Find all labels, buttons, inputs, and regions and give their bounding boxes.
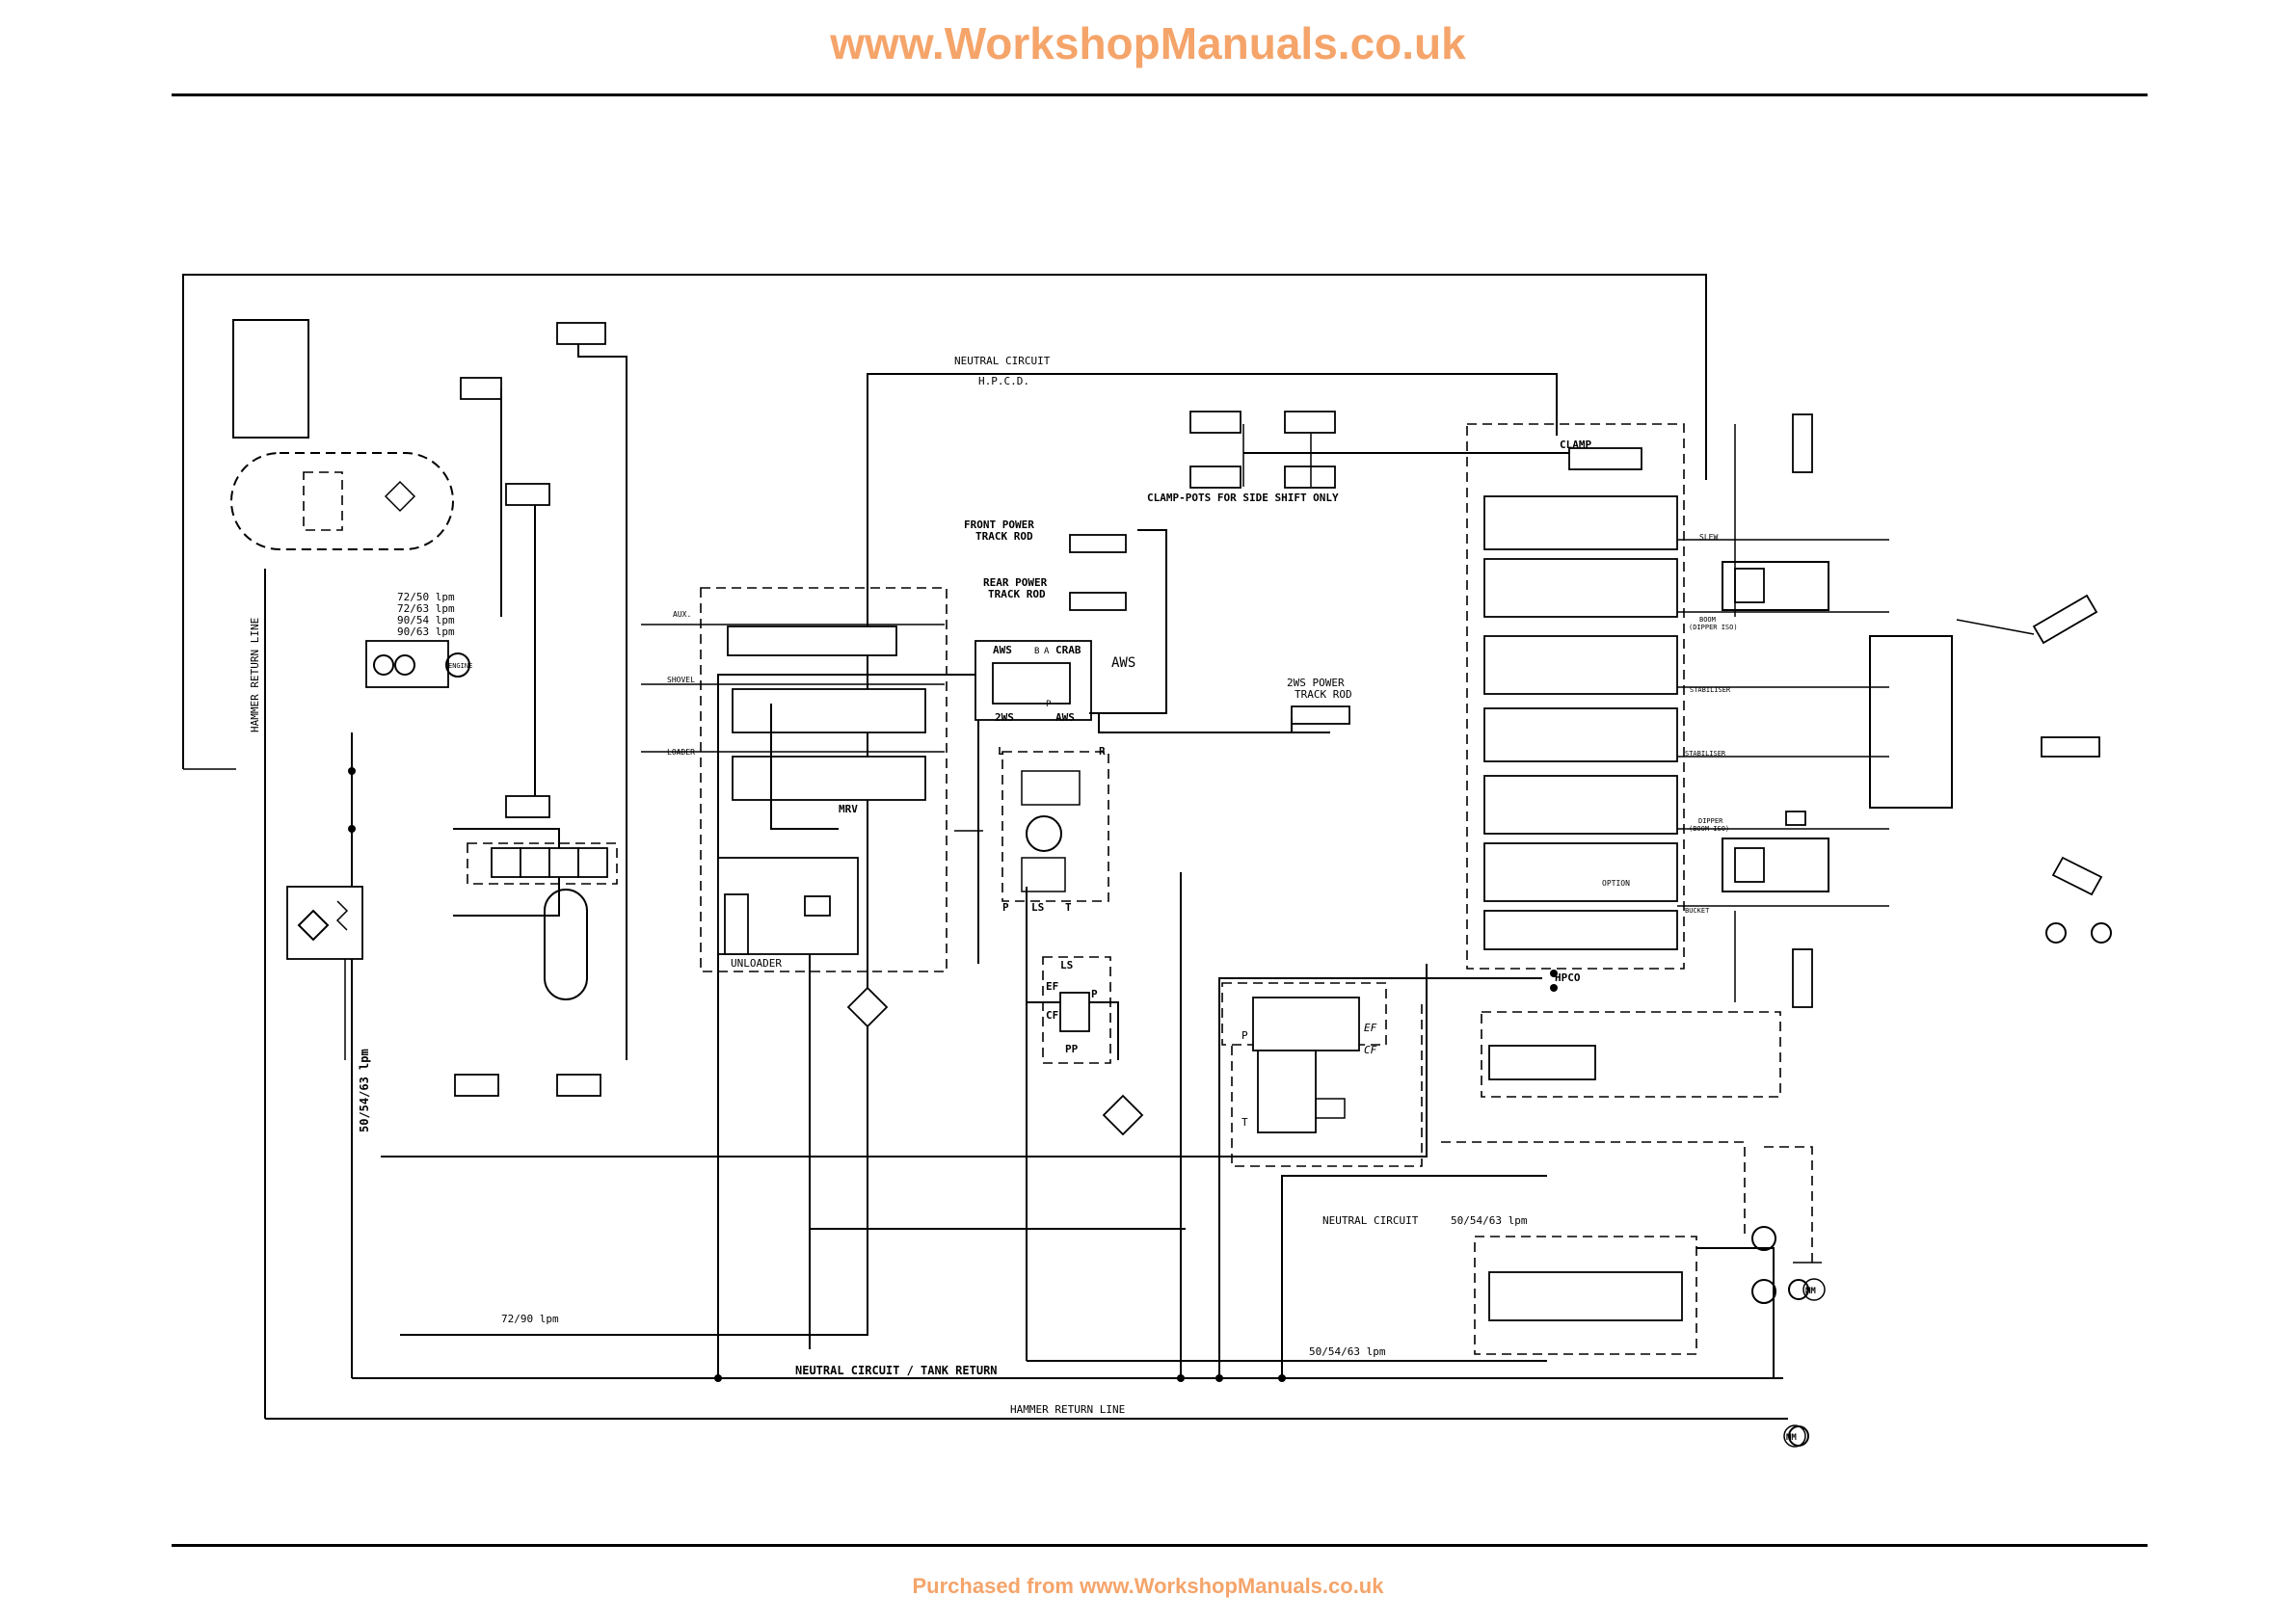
- aws-big: AWS: [1111, 655, 1135, 671]
- flow-2: 72/63 lpm: [397, 602, 455, 615]
- twows-power-2: TRACK ROD: [1295, 688, 1352, 701]
- flow-vertical: 50/54/63 lpm: [358, 1049, 371, 1132]
- clamp-pots: [1189, 411, 1571, 489]
- slew-label: SLEW: [1699, 533, 1718, 542]
- rear-power-2: TRACK ROD: [988, 588, 1046, 600]
- footer-rule: [172, 1544, 2148, 1547]
- neutral-tank: NEUTRAL CIRCUIT / TANK RETURN: [795, 1364, 998, 1377]
- port-p-small: P: [1046, 700, 1052, 709]
- port-ls: LS: [1031, 901, 1044, 914]
- flow-3: 90/54 lpm: [397, 614, 455, 626]
- clamp-label: CLAMP: [1560, 439, 1591, 451]
- port-l: L: [998, 745, 1004, 758]
- hpco-label: HPCO: [1555, 971, 1581, 984]
- twows-label: 2WS: [995, 711, 1014, 724]
- stack-valve-block: [1466, 423, 1889, 970]
- hpcd-label: H.P.C.D.: [978, 375, 1029, 387]
- ef-label: EF: [1046, 980, 1058, 993]
- right-actuators: [1722, 413, 2112, 1008]
- port-t: T: [1065, 901, 1072, 914]
- cf-2: CF: [1364, 1044, 1377, 1056]
- footer-text: Purchased from www.WorkshopManuals.co.uk: [912, 1574, 1384, 1598]
- hpco-valve: [1221, 982, 1423, 1167]
- return-filter: [286, 886, 363, 1060]
- labels: NEUTRAL CIRCUIT H.P.C.D. CLAMP-POTS FOR …: [249, 355, 1826, 1448]
- boom-dipper: BOOM: [1699, 616, 1716, 624]
- port-r: R: [1099, 745, 1106, 758]
- option-label: OPTION: [1602, 879, 1630, 888]
- mm-1: MM: [1805, 1287, 1816, 1296]
- flow-72-90: 72/90 lpm: [501, 1313, 559, 1325]
- dipper-boom: DIPPER: [1698, 817, 1723, 825]
- unloader-label: UNLOADER: [731, 957, 782, 970]
- left-diverter-valve: [467, 842, 618, 1000]
- flow-1: 72/50 lpm: [397, 591, 455, 603]
- frame-lines: [182, 274, 1788, 1420]
- engine-label: ENGINE: [448, 662, 472, 670]
- hammer-return: HAMMER RETURN LINE: [1010, 1403, 1125, 1416]
- neutral-circuit-mid: NEUTRAL CIRCUIT: [1322, 1214, 1419, 1227]
- header-rule: [172, 93, 2148, 96]
- left-cylinders: [454, 322, 627, 1097]
- port-a: A: [1044, 647, 1050, 656]
- ls-label: LS: [1060, 959, 1073, 971]
- loader-label: LOADER: [667, 748, 695, 757]
- header-title: www.WorkshopManuals.co.uk: [830, 18, 1466, 68]
- t-port: T: [1241, 1116, 1248, 1129]
- port-b: B: [1034, 647, 1039, 656]
- pp-label: PP: [1065, 1043, 1079, 1055]
- front-power-2: TRACK ROD: [975, 530, 1033, 543]
- reservoir: [230, 319, 454, 550]
- rear-power-1: REAR POWER: [983, 576, 1048, 589]
- cf-label: CF: [1046, 1009, 1058, 1022]
- stabiliser-2: STABILISER: [1685, 750, 1726, 758]
- port-p: P: [1002, 901, 1009, 914]
- steer-block: [974, 529, 1350, 733]
- p-left: P: [1241, 1029, 1248, 1042]
- aws-bottom: AWS: [1055, 711, 1075, 724]
- pump-group: [365, 640, 470, 688]
- junctions: [348, 767, 1558, 1382]
- filter-steer: [1102, 1094, 1144, 1136]
- crab-label: CRAB: [1055, 644, 1081, 656]
- mm-2: MM: [1786, 1433, 1797, 1443]
- flow-lower: 50/54/63 lpm: [1309, 1345, 1386, 1358]
- priority-valve: [1027, 956, 1119, 1064]
- flow-mid: 50/54/63 lpm: [1451, 1214, 1528, 1227]
- boom-dipper-2: (DIPPER ISO): [1689, 624, 1738, 631]
- aux-label: AUX.: [673, 610, 691, 619]
- lower-right-valves: [1441, 1011, 1822, 1447]
- loader-valve-block: [641, 587, 983, 972]
- dipper-boom-2: (BOOM ISO): [1689, 825, 1729, 833]
- filter-unloader: [846, 986, 889, 1028]
- neutral-circuit-top: NEUTRAL CIRCUIT: [954, 355, 1051, 367]
- p-right: P: [1091, 988, 1098, 1000]
- shovel-label: SHOVEL: [667, 676, 695, 684]
- bucket-label: BUCKET: [1685, 907, 1710, 915]
- stabiliser-1: STABILISER: [1690, 686, 1731, 694]
- front-power-1: FRONT POWER: [964, 519, 1034, 531]
- aws-small: AWS: [993, 644, 1012, 656]
- flow-4: 90/63 lpm: [397, 625, 455, 638]
- mrv-label: MRV: [839, 803, 858, 815]
- twows-power-1: 2WS POWER: [1287, 677, 1345, 689]
- ef-2: EF: [1364, 1022, 1377, 1034]
- clamp-pots-label: CLAMP-POTS FOR SIDE SHIFT ONLY: [1147, 492, 1339, 504]
- hammer-return-vertical: HAMMER RETURN LINE: [249, 618, 261, 732]
- steer-unit: [1001, 751, 1109, 902]
